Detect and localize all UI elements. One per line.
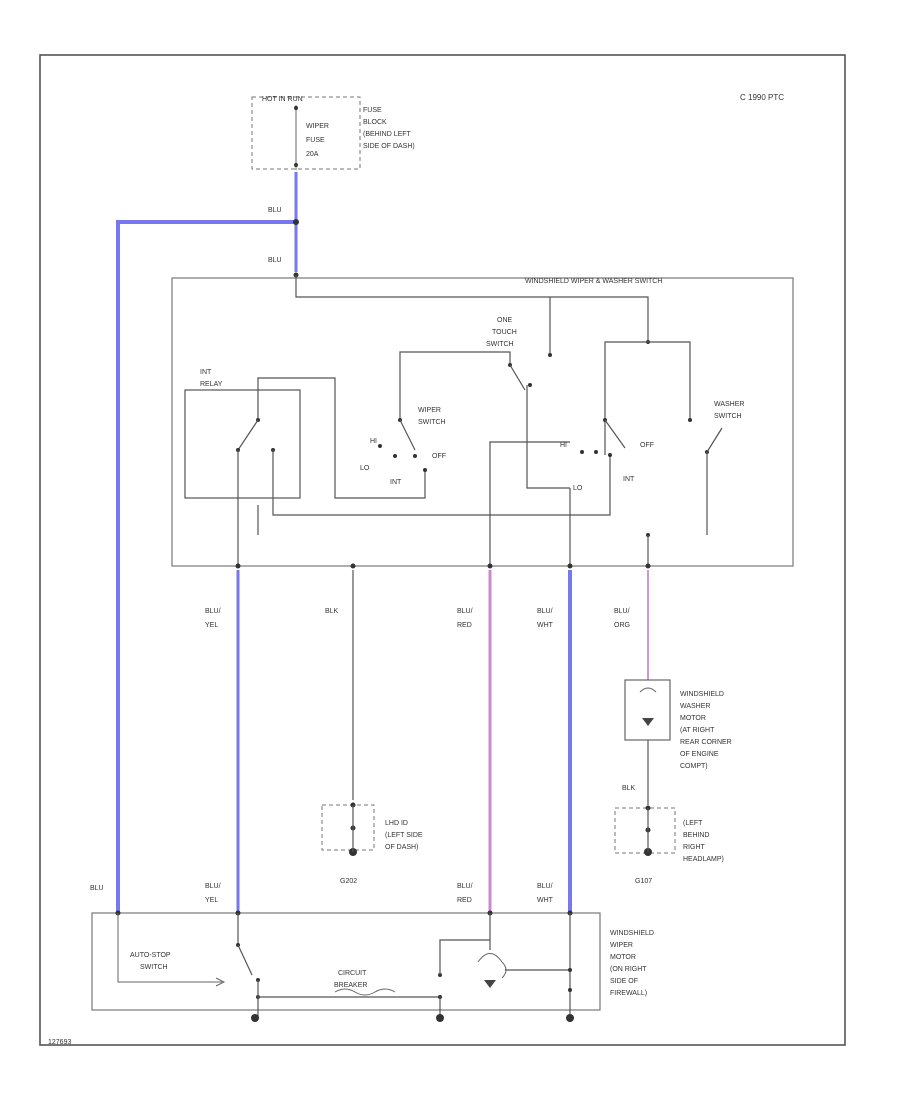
wire-label-blu-red-bottom-2: RED — [457, 897, 472, 904]
fuse-block: HOT IN RUN WIPER FUSE 20A FUSE BLOCK (BE… — [251, 96, 415, 170]
pos-int: INT — [390, 479, 402, 486]
int-relay-label-1: INT — [200, 369, 212, 376]
wire-label-blu-red-bottom-1: BLU/ — [457, 883, 473, 890]
washer-motor: WINDSHIELD WASHER MOTOR (AT RIGHT REAR C… — [622, 679, 732, 805]
g107-label-4: HEADLAMP) — [683, 856, 724, 863]
fuse-block-label-3: (BEHIND LEFT — [363, 131, 412, 138]
wire-label-blu-wht-bottom-2: WHT — [537, 897, 554, 904]
wiper-motor: WINDSHIELD WIPER MOTOR (ON RIGHT SIDE OF… — [91, 910, 654, 1022]
wire-label-blu-1: BLU — [268, 207, 282, 214]
washer-motor-label-6: OF ENGINE — [680, 751, 719, 758]
wire-label-blu-yel-bottom-2: YEL — [205, 897, 218, 904]
washer-motor-label-5: REAR CORNER — [680, 739, 732, 746]
wiper-motor-label-1: WINDSHIELD — [610, 930, 654, 937]
wire-label-blu-yel-bottom-1: BLU/ — [205, 883, 221, 890]
g202-label-3: OF DASH) — [385, 844, 418, 851]
auto-stop-label-1: AUTO-STOP — [130, 952, 171, 959]
g107-label-2: BEHIND — [683, 832, 709, 839]
pos-off: OFF — [432, 453, 446, 460]
fuse-inner-label-3: 20A — [306, 151, 319, 158]
g107-code: G107 — [635, 878, 652, 885]
one-touch-label-2: TOUCH — [492, 329, 517, 336]
fuse-block-label-1: FUSE — [363, 107, 382, 114]
pos-hi-2: HI — [560, 442, 567, 449]
circuit-breaker-label-1: CIRCUIT — [338, 970, 367, 977]
int-relay-label-2: RELAY — [200, 381, 223, 388]
wiper-washer-switch: WINDSHIELD WIPER & WASHER SWITCH INT REL… — [171, 275, 794, 569]
fuse-inner-label-2: FUSE — [306, 137, 325, 144]
pos-hi: HI — [370, 438, 377, 445]
pos-lo: LO — [360, 465, 370, 472]
pos-lo-2: LO — [573, 485, 583, 492]
wire-label-blk-right: BLK — [622, 785, 636, 792]
washer-motor-label-4: (AT RIGHT — [680, 727, 715, 734]
pos-off-2: OFF — [640, 442, 654, 449]
g202-label-1: LHD ID — [385, 820, 408, 827]
diagram-frame — [39, 54, 846, 1046]
one-touch-label-1: ONE — [497, 317, 513, 324]
wire-label-blu-org-1: BLU/ — [614, 608, 630, 615]
wire-label-blu-yel-1: BLU/ — [205, 608, 221, 615]
circuit-breaker-label-2: BREAKER — [334, 982, 367, 989]
wire-label-blu-2: BLU — [268, 257, 282, 264]
wiper-motor-label-4: (ON RIGHT — [610, 966, 647, 973]
wiper-motor-label-2: WIPER — [610, 942, 633, 949]
wire-label-blu-yel-2: YEL — [205, 622, 218, 629]
washer-motor-label-7: COMPT) — [680, 763, 708, 770]
wire-label-blu-bottom: BLU — [90, 885, 104, 892]
ground-g202: LHD ID (LEFT SIDE OF DASH) G202 — [321, 802, 423, 885]
auto-stop-label-2: SWITCH — [140, 964, 168, 971]
g202-code: G202 — [340, 878, 357, 885]
pos-int-2: INT — [623, 476, 635, 483]
wiper-motor-label-6: FIREWALL) — [610, 990, 647, 997]
wire-label-blu-red-2: RED — [457, 622, 472, 629]
wiper-switch-label-2: SWITCH — [418, 419, 446, 426]
wire-label-blu-wht-2: WHT — [537, 622, 554, 629]
g202-label-2: (LEFT SIDE — [385, 832, 423, 839]
wire-label-blu-org-2: ORG — [614, 622, 630, 629]
wiper-motor-label-3: MOTOR — [610, 954, 636, 961]
washer-motor-label-1: WINDSHIELD — [680, 691, 724, 698]
diagram-code: C 1990 PTC — [740, 93, 784, 102]
fuse-hot-label: HOT IN RUN — [262, 96, 303, 103]
switch-title: WINDSHIELD WIPER & WASHER SWITCH — [525, 278, 662, 285]
washer-switch-label-1: WASHER — [714, 401, 744, 408]
fuse-inner-label-1: WIPER — [306, 123, 329, 130]
wiper-motor-label-5: SIDE OF — [610, 978, 638, 985]
g107-label-3: RIGHT — [683, 844, 706, 851]
fuse-block-label-4: SIDE OF DASH) — [363, 143, 415, 150]
washer-motor-label-3: MOTOR — [680, 715, 706, 722]
washer-switch-label-2: SWITCH — [714, 413, 742, 420]
g107-label-1: (LEFT — [683, 820, 703, 827]
wiper-switch-label-1: WIPER — [418, 407, 441, 414]
wire-label-blu-red-1: BLU/ — [457, 608, 473, 615]
fuse-block-label-2: BLOCK — [363, 119, 387, 126]
wire-label-blu-wht-bottom-1: BLU/ — [537, 883, 553, 890]
wire-label-blu-wht-1: BLU/ — [537, 608, 553, 615]
wire-label-blk: BLK — [325, 608, 339, 615]
footer-code: 127693 — [48, 1039, 71, 1046]
one-touch-label-3: SWITCH — [486, 341, 514, 348]
washer-motor-label-2: WASHER — [680, 703, 710, 710]
ground-g107: (LEFT BEHIND RIGHT HEADLAMP) G107 — [614, 805, 724, 885]
blu-wire-left — [116, 220, 296, 912]
